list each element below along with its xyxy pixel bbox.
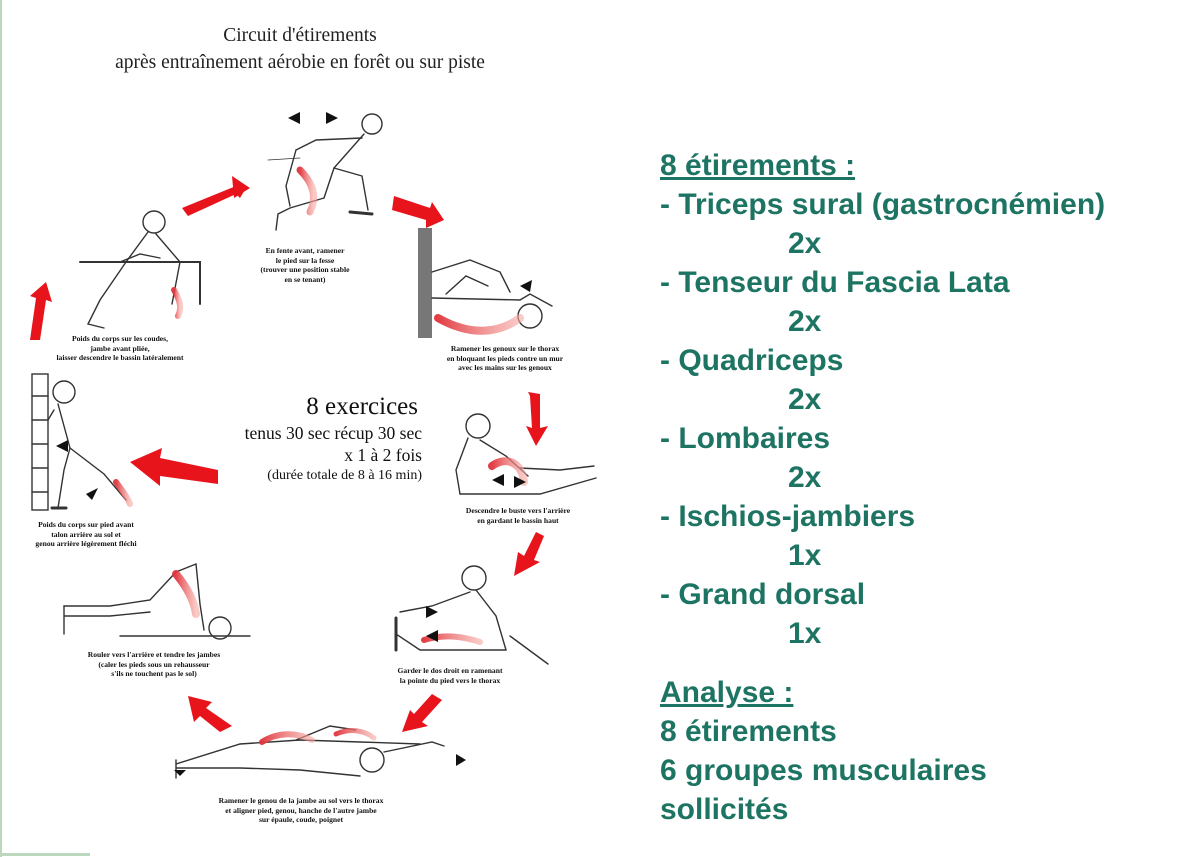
summary-panel: 8 étirements : - Triceps sural (gastrocn… [660, 146, 1200, 829]
arrow-icon [514, 532, 544, 576]
caption-line: Poids du corps sur pied avant [38, 520, 134, 529]
muscle-reps: 2x [788, 461, 822, 494]
muscle-reps: 2x [788, 383, 822, 416]
caption-line: la pointe du pied vers le thorax [399, 675, 501, 685]
slide-bottom-border [0, 853, 90, 856]
move-arrow-icon [520, 280, 532, 292]
muscle-item: - Quadriceps [660, 344, 844, 377]
caption-line: Ramener le genou de la jambe au sol vers… [218, 796, 384, 805]
circuit-arrows [30, 176, 548, 732]
exercise-2-figure [418, 228, 553, 338]
exercise-6-caption: Rouler vers l'arrière et tendre les jamb… [66, 650, 242, 679]
section-spacer [660, 653, 1200, 673]
arrow-icon [392, 196, 444, 228]
exercise-count-title: 8 exercices [306, 393, 418, 420]
exercise-3-figure [455, 413, 597, 495]
muscle-item: - Tenseur du Fascia Lata [660, 266, 1010, 299]
caption-line: (caler les pieds sous un rehausseur [98, 659, 210, 669]
muscle-item: - Ischios-jambiers [660, 500, 916, 533]
exercise-4-caption: Garder le dos droit en ramenant la point… [380, 666, 520, 685]
muscle-item: - Lombaires [660, 422, 831, 455]
stretches-heading: 8 étirements : [660, 149, 856, 182]
arrow-icon [402, 694, 442, 732]
exercise-6-figure [63, 563, 251, 640]
caption-line: jambe avant pliée, [90, 343, 150, 353]
caption-line: (trouver une position stable [260, 265, 350, 274]
caption-line: Rouler vers l'arrière et tendre les jamb… [87, 650, 221, 659]
hold-rest-line: tenus 30 sec récup 30 sec [244, 423, 422, 443]
exercise-3-caption: Descendre le buste vers l'arrière en gar… [448, 506, 588, 525]
analysis-line: 6 groupes musculaires [660, 754, 987, 787]
move-arrow-icon [288, 112, 338, 124]
caption-line: s'ils ne touchent pas le sol) [111, 669, 197, 678]
arrow-icon [130, 448, 218, 486]
exercise-1-caption: En fente avant, ramener le pied sur la f… [250, 246, 360, 284]
caption-line: en gardant le bassin haut [477, 515, 559, 525]
exercise-8-figure [79, 210, 201, 329]
arrow-icon [182, 176, 250, 216]
exercise-7-caption: Poids du corps sur pied avant talon arri… [18, 520, 154, 549]
exercise-2-caption: Ramener les genoux sur le thorax en bloq… [430, 344, 580, 373]
caption-line: en bloquant les pieds contre un mur [446, 353, 564, 363]
muscle-reps: 1x [788, 539, 822, 572]
caption-line: laisser descendre le bassin latéralement [56, 353, 184, 362]
analysis-line: sollicités [660, 793, 789, 826]
slide-left-border [0, 0, 2, 857]
arrow-icon [526, 392, 548, 446]
exercise-4-figure [394, 565, 549, 665]
analysis-heading: Analyse : [660, 676, 794, 709]
move-arrow-icon [492, 474, 526, 488]
muscle-reps: 2x [788, 305, 822, 338]
muscle-item: - Grand dorsal [660, 578, 866, 611]
caption-line: et aligner pied, genou, hanche de l'autr… [225, 805, 377, 815]
exercise-5-caption: Ramener le genou de la jambe au sol vers… [196, 796, 406, 825]
exercise-7-figure [31, 373, 133, 511]
caption-line: Ramener les genoux sur le thorax [450, 344, 560, 353]
caption-line: En fente avant, ramener [265, 246, 345, 255]
muscle-item: - Triceps sural (gastrocnémien) [660, 188, 1106, 221]
caption-line: en se tenant) [284, 274, 326, 284]
muscle-reps: 2x [788, 227, 822, 260]
circuit-title-line2: après entraînement aérobie en forêt ou s… [115, 52, 485, 73]
caption-line: le pied sur la fesse [275, 255, 335, 265]
repeat-line: x 1 à 2 fois [344, 445, 422, 465]
caption-line: genou arrière légèrement fléchi [35, 539, 137, 548]
circuit-illustration [30, 112, 597, 779]
exercise-5-figure [175, 725, 445, 779]
stretching-circuit-panel: Circuit d'étirements après entraînement … [0, 22, 600, 825]
move-arrow-icon [174, 754, 466, 776]
circuit-center-text: 8 exercices tenus 30 sec récup 30 sec x … [150, 392, 422, 486]
caption-line: talon arrière au sol et [51, 529, 121, 539]
caption-line: Garder le dos droit en ramenant [397, 666, 503, 675]
exercise-1-figure [267, 113, 383, 231]
caption-line: sur épaule, coude, poignet [258, 815, 344, 824]
exercise-8-caption: Poids du corps sur les coudes, jambe ava… [38, 334, 202, 363]
arrow-icon [188, 696, 232, 732]
caption-line: avec les mains sur les genoux [458, 363, 552, 372]
arrow-icon [30, 282, 52, 340]
caption-line: Poids du corps sur les coudes, [71, 334, 169, 343]
move-arrow-icon [56, 440, 98, 500]
analysis-line: 8 étirements [660, 715, 837, 748]
circuit-title-line1: Circuit d'étirements [223, 25, 377, 46]
total-duration-line: (durée totale de 8 à 16 min) [267, 468, 422, 483]
muscle-reps: 1x [788, 617, 822, 650]
caption-line: Descendre le buste vers l'arrière [465, 506, 571, 515]
move-arrow-icon [426, 606, 438, 642]
circuit-title: Circuit d'étirements après entraînement … [0, 22, 600, 76]
